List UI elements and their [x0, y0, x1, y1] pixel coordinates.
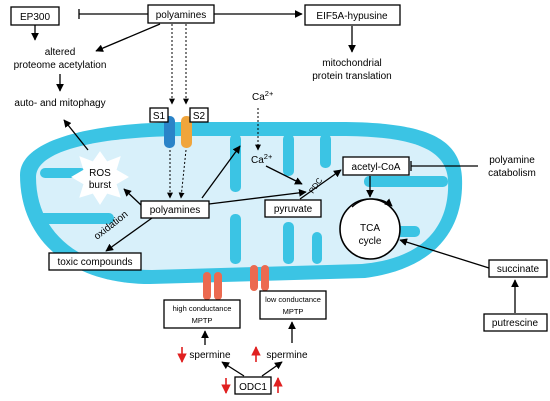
high-conductance-box	[163, 299, 241, 329]
low-conductance-box	[259, 290, 327, 320]
ros-label-1: ROS	[89, 168, 111, 179]
tca-label-1: TCA	[360, 223, 380, 234]
putrescine-label: putrescine	[492, 318, 539, 329]
catabolism-label-2: catabolism	[488, 168, 536, 179]
pyruvate-box	[264, 199, 322, 218]
catabolism-label-1: polyamine	[489, 155, 535, 166]
high-conductance-label-2: MPTP	[192, 316, 213, 325]
odc1-label: ODC1	[239, 382, 267, 393]
spermine-left-label: spermine	[189, 350, 231, 361]
succinate-label: succinate	[497, 264, 540, 275]
ca-top-label: Ca2+	[252, 89, 274, 103]
low-conductance-label-2: MPTP	[283, 307, 304, 316]
s1-label: S1	[153, 111, 166, 122]
s1-box	[149, 107, 169, 123]
odc1-box	[234, 376, 272, 395]
mito-translation-label-2: protein translation	[312, 71, 392, 82]
pyruvate-label: pyruvate	[274, 204, 313, 215]
cristae	[36, 134, 448, 264]
ros-label-2: burst	[89, 180, 111, 191]
toxic-box	[48, 252, 142, 271]
mptp-high-right	[214, 272, 222, 300]
s1-channel	[164, 116, 175, 148]
acetyl-coa-box	[342, 156, 410, 176]
polyamines-mid-label: polyamines	[150, 205, 201, 216]
high-conductance-label-1: high conductance	[173, 304, 232, 313]
low-conductance-label-1: low conductance	[265, 295, 321, 304]
polyamines-mid-box	[140, 200, 210, 219]
tca-label-2: cycle	[359, 236, 382, 247]
s2-box	[189, 107, 209, 123]
mptp-low-right	[261, 265, 269, 291]
s2-channel	[181, 116, 192, 148]
connectors	[31, 9, 519, 377]
putrescine-box	[483, 313, 548, 332]
mptp-high-left	[203, 272, 211, 300]
ca-mid-label: Ca2+	[251, 152, 273, 166]
auto-mitophagy-label: auto- and mitophagy	[14, 98, 105, 109]
toxic-label: toxic compounds	[57, 257, 132, 268]
mito-translation-label-1: mitochondrial	[322, 58, 381, 69]
altered-label-1: altered	[45, 47, 76, 58]
s2-label: S2	[193, 111, 206, 122]
acetyl-coa-label: acetyl-CoA	[352, 162, 401, 173]
eif5a-label: EIF5A-hypusine	[316, 11, 388, 22]
ros-burst-star	[71, 151, 129, 205]
mptp-low-left	[250, 265, 258, 291]
altered-label-2: proteome acetylation	[14, 60, 107, 71]
ep300-label: EP300	[20, 12, 50, 23]
spermine-right-label: spermine	[266, 350, 308, 361]
red-indicator-arrows	[177, 346, 283, 394]
eif5a-box	[304, 4, 401, 26]
succinate-box	[488, 259, 548, 278]
polyamines-top-label: polyamines	[156, 10, 207, 21]
